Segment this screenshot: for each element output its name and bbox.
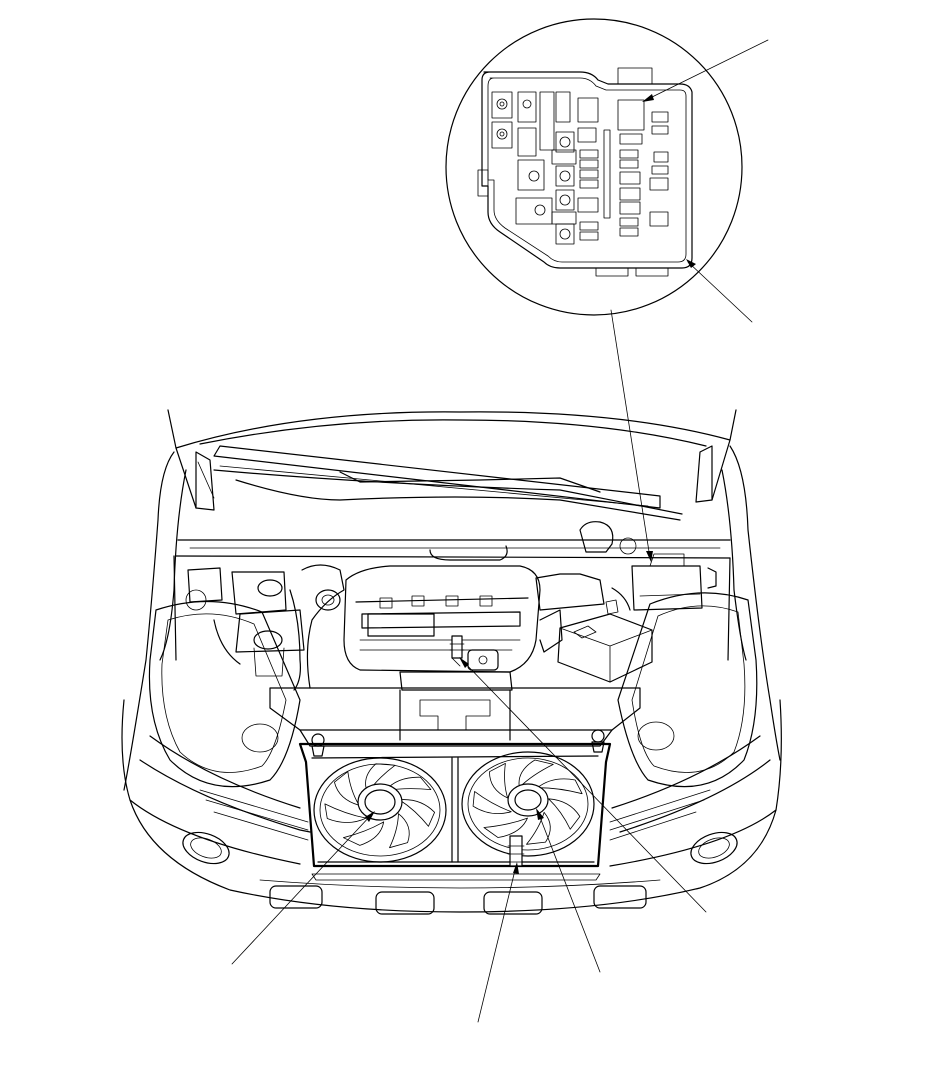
fan-blade — [389, 813, 410, 849]
callout-leader-relay — [645, 39, 769, 101]
lower-intake-slot-3 — [483, 891, 543, 915]
battery — [557, 613, 653, 683]
right-cooling-fan — [461, 751, 595, 857]
callout-leader-engine-sensor — [461, 659, 707, 913]
oil-filler-cap — [315, 589, 341, 611]
lower-intake-slot-4 — [593, 885, 647, 909]
radiator-support — [269, 687, 641, 731]
engine-sensor-connector — [449, 635, 465, 667]
coolant-reservoir-cap — [579, 521, 614, 553]
fan-blade — [334, 771, 360, 806]
hood — [167, 409, 737, 449]
engine-bay-fuse-relay-box — [631, 565, 703, 611]
right-fender — [729, 445, 781, 761]
callout-leader-left-fan-motor — [231, 813, 373, 965]
callout-leader-fan-connector — [477, 865, 517, 1023]
fan-blade — [518, 759, 554, 788]
radiator-frame — [298, 742, 612, 868]
left-fan-motor — [357, 783, 403, 821]
left-cooling-fan — [313, 757, 447, 863]
detail-view-circle — [445, 18, 743, 316]
fan-blade — [526, 811, 551, 845]
left-fender — [123, 451, 175, 791]
fuse-relay-box-housing — [481, 71, 693, 269]
front-bumper — [121, 699, 782, 913]
fuse-relay-box-relay — [617, 99, 645, 131]
fan-blade — [385, 776, 432, 791]
callout-leader-fuse-box — [687, 261, 753, 323]
fan-blade — [483, 817, 528, 838]
lower-intake-slot-2 — [375, 891, 435, 915]
fan-blade — [548, 798, 581, 830]
left-fog-light — [182, 831, 230, 865]
engine-cover-label-plate — [367, 613, 435, 637]
lower-intake-slot-1 — [269, 885, 323, 909]
callout-leaders — [231, 657, 707, 1023]
vehicle-body — [121, 409, 782, 915]
fan-connector — [507, 835, 525, 867]
fan-blade — [343, 821, 385, 846]
right-fan-motor — [507, 783, 549, 817]
fan-blade — [537, 778, 583, 795]
brake-fluid-reservoir — [253, 630, 283, 650]
engine-bay — [173, 521, 731, 881]
left-headlight — [148, 600, 301, 788]
fan-blade — [398, 799, 435, 827]
fuse-relay-box — [477, 67, 693, 277]
detail-connector-line — [610, 309, 651, 559]
fan-blade — [324, 803, 367, 823]
fan-blade — [489, 762, 509, 799]
engine-cover — [343, 565, 541, 673]
right-fog-light — [690, 831, 738, 865]
detail-view — [445, 18, 743, 316]
callout-leader-right-fan-motor — [537, 811, 601, 973]
right-headlight — [617, 592, 758, 788]
fan-blade — [472, 791, 512, 815]
